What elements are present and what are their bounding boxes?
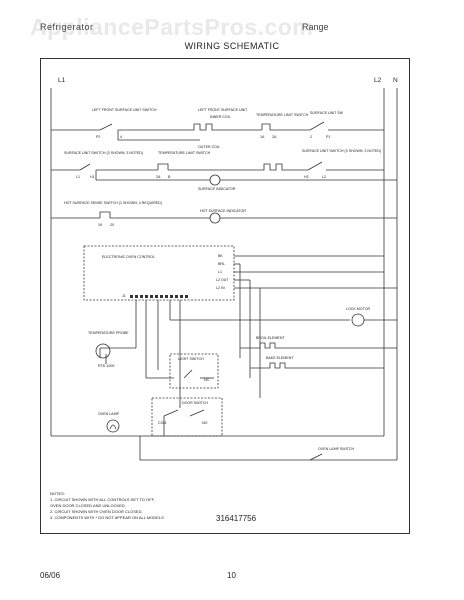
rail-l2: L2 bbox=[374, 77, 382, 84]
terminal-h2: H2 bbox=[304, 175, 309, 179]
label-l1-conn: L1 bbox=[218, 270, 222, 274]
note-3: 3. COMPONENTS WITH * DO NOT APPEAR ON AL… bbox=[50, 515, 164, 520]
label-surface-unit-switch-2: SURFACE UNIT SWITCH (3 SHOWN, 3 NOTED) bbox=[302, 149, 381, 153]
terminal-20: 20 bbox=[110, 223, 114, 227]
terminal-19: 19 bbox=[98, 223, 102, 227]
note-1b: OVEN DOOR CLOSED AND UNLOCKED. bbox=[50, 503, 126, 508]
note-2: 2. CIRCUIT SHOWN WITH OVEN DOOR CLOSED. bbox=[50, 509, 143, 514]
watermark: AppliancePartsPros.com bbox=[30, 14, 314, 40]
footer-date: 06/06 bbox=[40, 571, 61, 580]
label-surface-unit-switch: SURFACE UNIT SWITCH (3 SHOWN, 3 NOTED) bbox=[64, 151, 143, 155]
rail-n: N bbox=[393, 77, 398, 84]
footer-page-number: 10 bbox=[227, 571, 236, 580]
label-door-switch: DOOR SWITCH bbox=[182, 401, 208, 405]
label-surface-unit-sw: SURFACE UNIT SW bbox=[310, 111, 344, 115]
terminal-2a-b: 2A bbox=[156, 175, 161, 179]
terminal-p1: P1 bbox=[326, 135, 330, 139]
terminal-2a: 2A bbox=[272, 135, 277, 139]
terminal-1a: 1A bbox=[260, 135, 265, 139]
label-l2-out: L2 OUT bbox=[216, 278, 229, 282]
schematic-notes: NOTES: 1. CIRCUIT SHOWN WITH ALL CONTROL… bbox=[50, 491, 250, 521]
notes-heading: NOTES: bbox=[50, 491, 65, 496]
wiring-schematic: L1 L2 N LEFT FRONT SURFACE UNIT SWITCH L… bbox=[50, 77, 398, 461]
label-hot-surface-indicator: HOT SURFACE INDICATOR bbox=[200, 209, 246, 213]
label-oven-lamp: OVEN LAMP bbox=[98, 412, 120, 416]
header-model: Range bbox=[302, 22, 329, 32]
label-temp-limit-switch-2: TEMPERATURE LIMIT SWITCH bbox=[158, 151, 211, 155]
terminal-2: 2 bbox=[310, 135, 312, 139]
terminal-4: 4 bbox=[120, 135, 122, 139]
label-door-com: COM bbox=[158, 421, 166, 425]
label-brl: BRL bbox=[218, 262, 225, 266]
label-light-nc: NC bbox=[204, 378, 210, 382]
schematic-frame bbox=[40, 58, 410, 534]
label-broil-element: BROIL ELEMENT bbox=[256, 336, 285, 340]
label-left-front-switch: LEFT FRONT SURFACE UNIT SWITCH bbox=[92, 108, 157, 112]
label-oven-lamp-switch: OVEN LAMP SWITCH bbox=[318, 447, 354, 451]
note-1: 1. CIRCUIT SHOWN WITH ALL CONTROLS SET T… bbox=[50, 497, 155, 502]
label-bk: BK bbox=[218, 254, 223, 258]
terminal-l1: L1 bbox=[76, 175, 80, 179]
label-temp-probe: TEMPERATURE PROBE bbox=[88, 331, 129, 335]
label-lock-motor: LOCK MOTOR bbox=[346, 307, 370, 311]
label-light-switch: LIGHT SWITCH bbox=[178, 357, 204, 361]
label-j1: J1 bbox=[122, 294, 126, 298]
label-door-no: NO bbox=[202, 421, 208, 425]
label-left-front-unit: LEFT FRONT SURFACE UNIT bbox=[198, 108, 248, 112]
label-bake-element: BAKE ELEMENT bbox=[266, 356, 294, 360]
label-hot-surface-sense-switch: HOT SURFACE SENSE SWITCH (1 SHOWN, 4 REQ… bbox=[64, 201, 162, 205]
label-inner-coil: INNER COIL bbox=[210, 115, 231, 119]
part-number: 316417756 bbox=[216, 514, 257, 523]
terminal-b: B bbox=[168, 175, 171, 179]
label-eoc: ELECTRONIC OVEN CONTROL bbox=[102, 255, 155, 259]
terminal-l2: L2 bbox=[322, 175, 326, 179]
rail-l1: L1 bbox=[58, 77, 66, 84]
label-surface-indicator: SURFACE INDICATOR bbox=[198, 187, 236, 191]
page-title: WIRING SCHEMATIC bbox=[184, 41, 280, 51]
label-rtd: RTD 1000 bbox=[98, 364, 114, 368]
header-product: Refrigerator bbox=[40, 22, 94, 32]
label-temp-limit-switch: TEMPERATURE LIMIT SWITCH bbox=[256, 113, 309, 117]
label-outer-coil: OUTER COIL bbox=[198, 145, 220, 149]
terminal-p2: P2 bbox=[96, 135, 100, 139]
terminal-h1: H1 bbox=[90, 175, 95, 179]
label-l2-in: L2 IN bbox=[216, 286, 225, 290]
